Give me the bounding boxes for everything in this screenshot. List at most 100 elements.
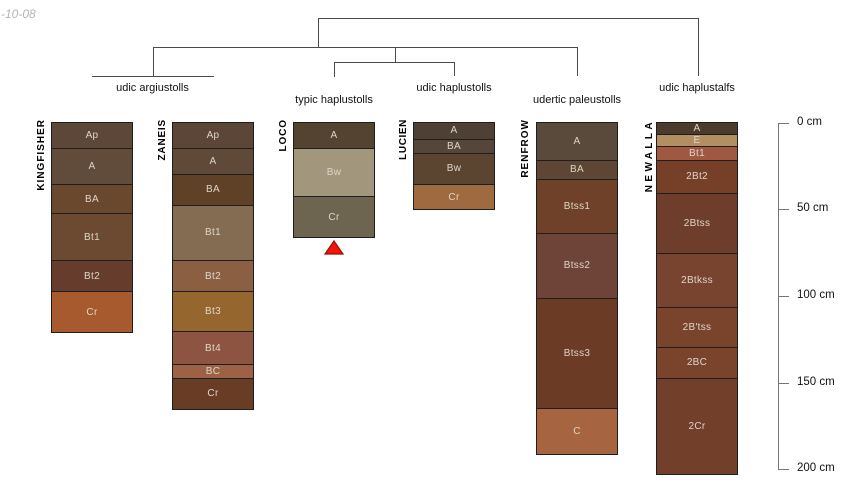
horizon-label: Bw [446, 163, 462, 175]
series-name-loco: LOCO [278, 118, 289, 152]
depth-tick [778, 209, 789, 211]
horizon-label: BC [205, 366, 221, 378]
classification-label: udic haplustolls [416, 82, 492, 94]
horizon-newalla-2bt2: 2Bt2 [657, 160, 737, 194]
horizon-kingfisher-bt2: Bt2 [52, 261, 132, 293]
horizon-kingfisher-ap: Ap [52, 122, 132, 149]
horizon-label: Bt1 [205, 227, 221, 239]
horizon-zaneis-a: A [173, 148, 253, 175]
horizon-label: Bt1 [689, 147, 705, 159]
horizon-label: Cr [328, 211, 340, 223]
dendrogram-line [334, 62, 335, 77]
horizon-label: Bt4 [205, 342, 221, 354]
horizon-newalla-2btss: 2B'tss [657, 308, 737, 348]
horizon-label: Ap [206, 129, 220, 141]
horizon-kingfisher-a: A [52, 148, 132, 185]
horizon-label: 2Cr [688, 421, 706, 433]
classification-label: udic haplustalfs [659, 82, 735, 94]
horizon-label: Bt1 [84, 231, 100, 243]
horizon-newalla-2cr: 2Cr [657, 379, 737, 475]
horizon-label: A [330, 129, 338, 141]
horizon-label: Ap [85, 129, 99, 141]
series-name-lucien: LUCIEN [398, 118, 409, 160]
horizon-label: 2Bt2 [686, 171, 708, 183]
horizon-zaneis-bt2: Bt2 [173, 261, 253, 293]
horizon-label: C [573, 425, 581, 437]
horizon-kingfisher-bt1: Bt1 [52, 214, 132, 262]
horizon-label: 2Btkss [681, 275, 713, 287]
dendrogram-line [698, 18, 699, 76]
series-name-renfrow: RENFROW [520, 118, 531, 178]
horizon-label: Cr [86, 306, 98, 318]
horizon-renfrow-btss1: Btss1 [537, 179, 617, 234]
horizon-label: Bt2 [84, 270, 100, 282]
horizon-lucien-cr: Cr [414, 184, 494, 210]
horizon-newalla-e: E [657, 134, 737, 147]
horizon-label: 2Btss [683, 217, 711, 229]
horizon-loco-a: A [294, 122, 374, 149]
horizon-label: E [693, 134, 701, 146]
horizon-newalla-bt1: Bt1 [657, 146, 737, 161]
horizon-loco-bw: Bw [294, 148, 374, 198]
horizon-renfrow-c: C [537, 408, 617, 454]
horizon-label: A [693, 122, 701, 134]
horizon-label: BA [570, 164, 584, 176]
horizon-lucien-a: A [414, 122, 494, 140]
horizon-label: Btss3 [563, 347, 591, 359]
horizon-label: Bw [326, 166, 342, 178]
horizon-newalla-a: A [657, 122, 737, 135]
horizon-label: BA [447, 140, 461, 152]
horizon-label: Bt2 [205, 270, 221, 282]
depth-tick-label: 50 cm [797, 202, 829, 215]
horizon-loco-cr: Cr [294, 197, 374, 237]
horizon-label: Btss2 [563, 260, 591, 272]
horizon-label: Bt3 [205, 306, 221, 318]
horizon-label: 2B'tss [682, 321, 712, 333]
horizon-lucien-ba: BA [414, 139, 494, 154]
depth-tick-label: 0 cm [797, 115, 822, 128]
horizon-label: A [209, 155, 217, 167]
horizon-label: BA [206, 184, 220, 196]
depth-tick-label: 100 cm [797, 288, 835, 301]
dendrogram-line [395, 47, 396, 63]
horizon-label: Cr [207, 388, 219, 400]
classification-label: typic haplustolls [295, 94, 373, 106]
dendrogram-line [152, 47, 578, 48]
classification-label: udertic paleustolls [532, 94, 622, 106]
depth-tick [778, 469, 789, 471]
series-name-zaneis: ZANEIS [157, 118, 168, 161]
horizon-renfrow-btss2: Btss2 [537, 233, 617, 300]
watermark-text: -10-08 [1, 7, 36, 21]
series-name-newalla: NEWALLA [644, 118, 655, 192]
classification-label: udic argiustolls [116, 82, 189, 94]
horizon-zaneis-bt4: Bt4 [173, 332, 253, 366]
horizon-zaneis-cr: Cr [173, 379, 253, 409]
horizon-label: Cr [448, 191, 460, 203]
dendrogram-line [454, 62, 455, 76]
series-name-kingfisher: KINGFISHER [36, 118, 47, 191]
dendrogram-line [577, 47, 578, 76]
horizon-label: A [88, 160, 96, 172]
horizon-zaneis-bt1: Bt1 [173, 205, 253, 262]
horizon-newalla-2btkss: 2Btkss [657, 254, 737, 309]
horizon-lucien-bw: Bw [414, 153, 494, 185]
horizon-renfrow-btss3: Btss3 [537, 299, 617, 409]
depth-tick-label: 200 cm [797, 462, 835, 475]
horizon-zaneis-bt3: Bt3 [173, 292, 253, 333]
horizon-label: A [573, 135, 581, 147]
horizon-label: BA [85, 193, 99, 205]
depth-tick [778, 382, 789, 384]
horizon-zaneis-ap: Ap [173, 122, 253, 149]
horizon-zaneis-bc: BC [173, 365, 253, 380]
depth-tick [778, 295, 789, 297]
horizon-renfrow-a: A [537, 122, 617, 161]
dendrogram-line [152, 47, 154, 77]
horizon-newalla-2bc: 2BC [657, 347, 737, 380]
